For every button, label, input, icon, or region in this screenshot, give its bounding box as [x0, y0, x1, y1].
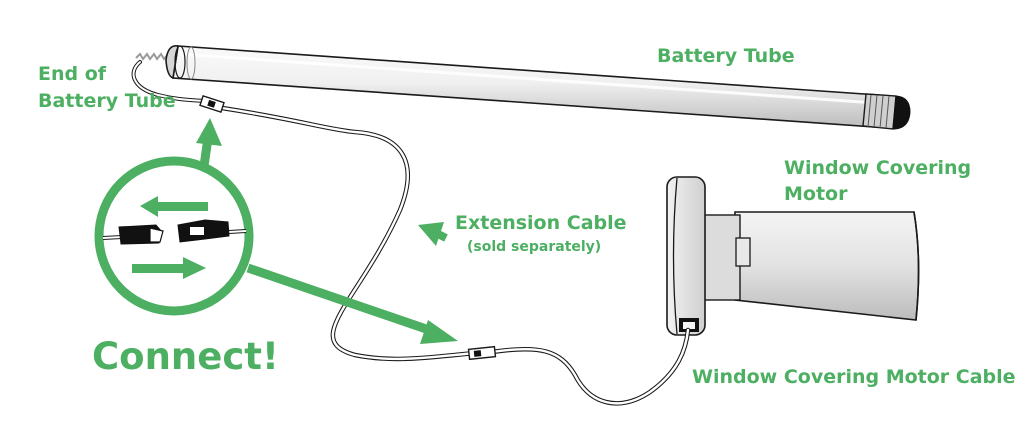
connect-zoom-circle [94, 156, 254, 316]
extension-cable-label: Extension Cable [455, 212, 627, 234]
arrow-icon [196, 118, 222, 167]
sold-separately-label: (sold separately) [467, 239, 601, 255]
zoomed-connector-left [118, 224, 164, 245]
battery-tube-connector [199, 94, 225, 114]
arrow-icon [418, 222, 448, 246]
motor-tab [735, 237, 751, 267]
arrow-right-icon [132, 257, 206, 279]
battery-tube-right-cap [892, 95, 911, 130]
connect-callout [94, 118, 458, 344]
battery-tube-left-cap [165, 44, 179, 80]
motor-body [734, 211, 920, 321]
motor-flange [666, 176, 706, 336]
motor-label-line1: Window Covering [784, 157, 971, 179]
window-covering-motor [666, 176, 920, 336]
zoomed-connector-right [177, 219, 230, 243]
battery-tube-label: Battery Tube [657, 45, 795, 67]
junction-connector [467, 345, 497, 361]
connect-label: Connect! [92, 335, 279, 378]
motor-neck [699, 214, 741, 301]
cables [131, 60, 691, 406]
battery-tube [135, 44, 911, 130]
arrow-left-icon [140, 196, 208, 217]
end-of-tube-label-line1: End of [38, 63, 107, 85]
motor-cable [489, 327, 691, 406]
motor-cable-label: Window Covering Motor Cable [692, 366, 1016, 388]
end-of-tube-label-line2: Battery Tube [38, 90, 176, 112]
arrow-icon [246, 263, 458, 344]
motor-label-line2: Motor [784, 183, 848, 205]
